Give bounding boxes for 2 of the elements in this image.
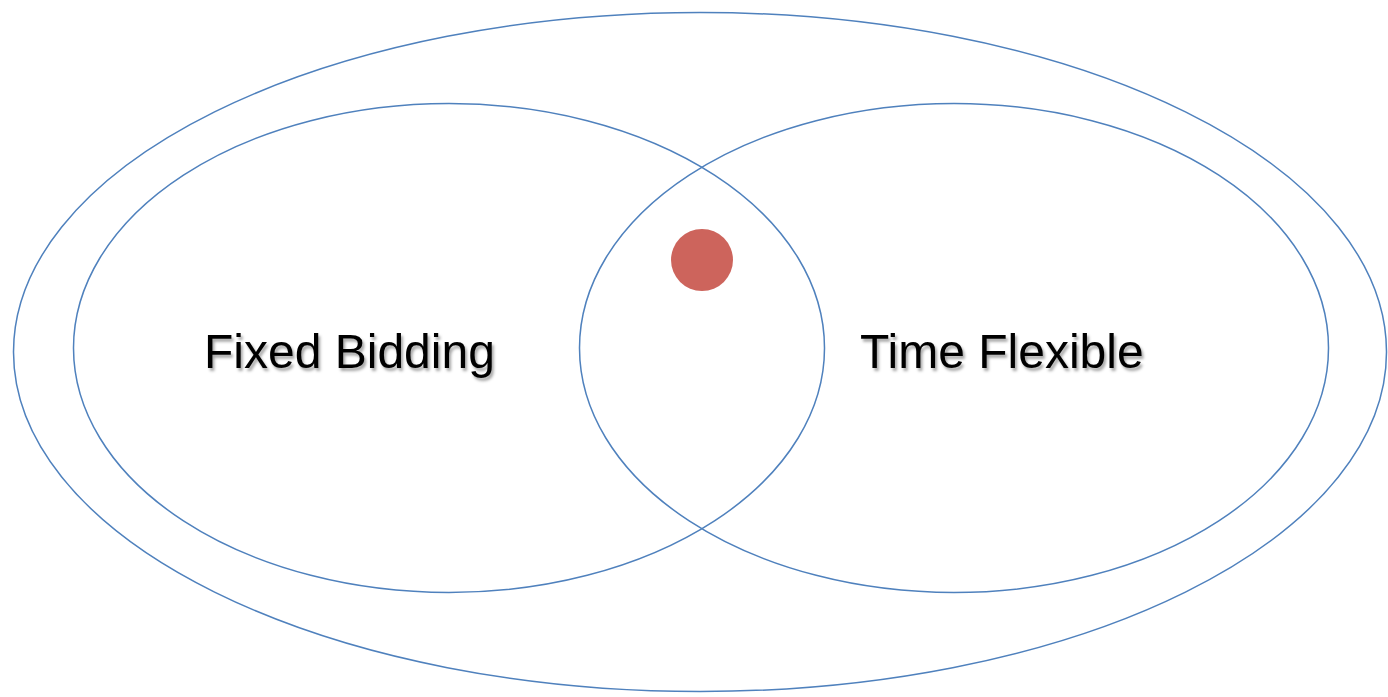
- set-label: Fixed Bidding: [204, 324, 495, 379]
- set-label: Time Flexible: [860, 324, 1144, 379]
